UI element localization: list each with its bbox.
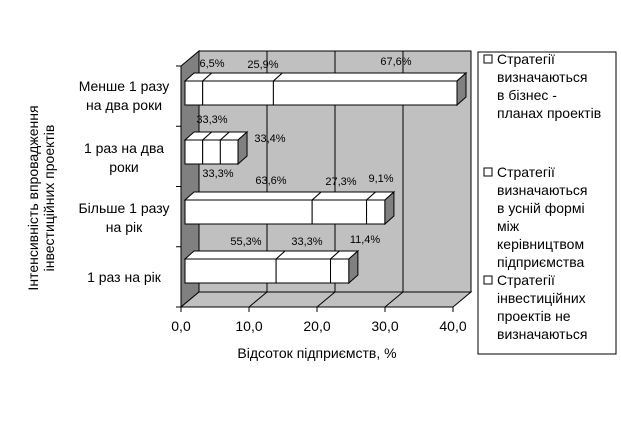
data-label: 33,4% <box>254 133 285 145</box>
bar-segment <box>184 80 204 106</box>
x-tick-label: 30,0 <box>371 318 398 334</box>
floor-gridline <box>384 291 404 308</box>
data-label: 67,6% <box>380 56 411 68</box>
bar-segment-top <box>272 72 468 82</box>
y-axis-title-line-2: інвестиційних проектів <box>41 125 57 272</box>
bar-end-face <box>384 190 395 226</box>
data-label: 63,6% <box>255 175 286 187</box>
bar-segment <box>184 258 277 284</box>
data-label: 9,1% <box>368 173 393 185</box>
bar-segment <box>366 199 386 225</box>
x-tick-label: 20,0 <box>303 318 330 334</box>
bar-group <box>183 130 249 166</box>
y-axis-title-line-1: Інтенсивність впровадження <box>25 105 41 290</box>
legend-swatch <box>483 54 493 64</box>
bar-group <box>183 71 468 107</box>
y-axis-title: Інтенсивність впровадження інвестиційних… <box>25 105 57 290</box>
data-label: 33,3% <box>202 168 233 180</box>
floor-gridline <box>316 291 336 308</box>
bar-end-face <box>348 249 359 285</box>
bar-segment <box>275 258 332 284</box>
bar-segment <box>184 199 313 225</box>
data-label: 25,9% <box>247 59 278 71</box>
category-label: 1 раз на рік <box>87 269 162 285</box>
legend-box <box>477 51 617 355</box>
bar-segment-top <box>310 191 377 201</box>
x-tick-label: 0,0 <box>171 318 191 334</box>
bar-segment <box>219 139 239 165</box>
data-label: 6,5% <box>199 58 224 70</box>
category-label: роки <box>109 159 139 175</box>
floor-gridline <box>248 291 268 308</box>
category-label: Більше 1 разу <box>78 200 169 216</box>
data-label: 55,3% <box>230 236 261 248</box>
category-label: на рік <box>106 219 143 235</box>
bar-segment <box>311 199 368 225</box>
bar-end-face <box>456 71 467 107</box>
bar-end-face <box>237 130 248 166</box>
data-label: 33,3% <box>196 114 227 126</box>
x-tick-label: 10,0 <box>235 318 262 334</box>
x-axis-ticks: 0,0 10,0 20,0 30,0 40,0 <box>171 65 467 334</box>
category-label: 1 раз на два <box>84 140 164 156</box>
x-tick-label: 40,0 <box>439 318 466 334</box>
category-label: Менше 1 разу <box>79 78 170 94</box>
bar-segment <box>272 80 458 106</box>
bar-segment-top <box>274 250 341 260</box>
bar-segment <box>202 139 221 165</box>
data-label: 33,3% <box>291 236 322 248</box>
bar-segment-top <box>201 72 284 82</box>
bar-segment-top <box>183 191 323 201</box>
bar-group <box>183 249 360 285</box>
category-labels: Менше 1 разу на два роки 1 раз на два рокиБ… <box>78 78 169 285</box>
bar-group <box>183 190 396 226</box>
bar-segment-top <box>183 250 287 260</box>
legend-swatch <box>483 275 493 285</box>
data-labels: 6,5% 33,3% 63,6% 55,3% 25,9% 33,4% 27,3% 33,3% 6… <box>196 56 411 248</box>
data-label: 11,4% <box>350 234 381 246</box>
legend-swatch <box>483 167 493 177</box>
bar-segment <box>330 258 350 284</box>
bar-segment <box>184 139 204 165</box>
bar-segment <box>202 80 274 106</box>
category-label: на два роки <box>86 97 162 113</box>
bars <box>183 71 468 285</box>
data-label: 27,3% <box>325 176 356 188</box>
x-axis-title: Відсоток підприємств, % <box>237 345 396 361</box>
